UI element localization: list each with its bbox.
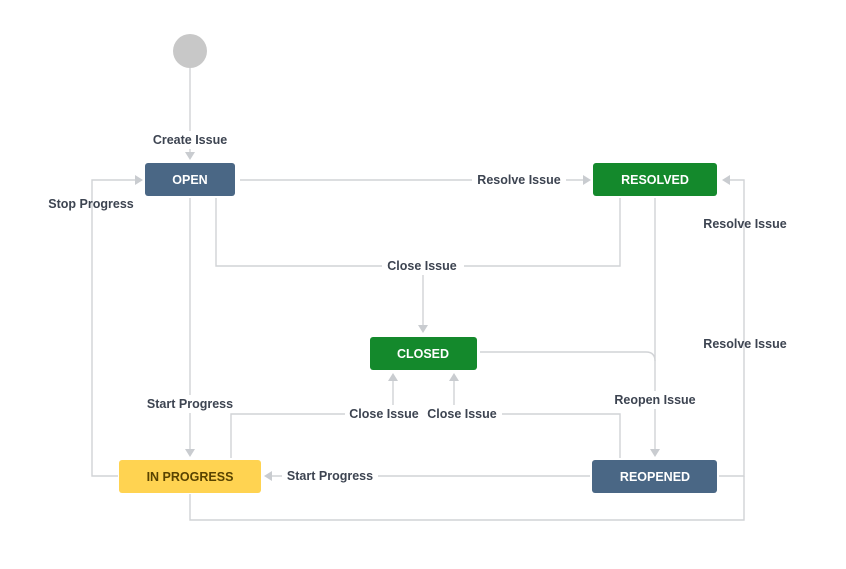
- arrow-close-reopened: [449, 373, 459, 381]
- status-in-progress-box[interactable]: [119, 460, 261, 493]
- edge-close-top: [215, 198, 621, 267]
- label-resolve-issue-reopened[interactable]: Resolve Issue: [703, 217, 786, 231]
- label-close-top-group: Close Issue: [382, 257, 464, 275]
- arrow-close-in-progress: [388, 373, 398, 381]
- label-close-in-progress-group: Close Issue: [345, 405, 423, 423]
- status-closed-box[interactable]: [370, 337, 477, 370]
- arrow-stop-progress: [135, 175, 143, 185]
- label-resolve-reopened-group: Resolve Issue: [703, 217, 786, 231]
- label-create-issue-group: Create Issue: [148, 131, 232, 149]
- label-resolve-open-group: Resolve Issue: [472, 171, 566, 189]
- status-in-progress-label: IN PROGRESS: [147, 470, 234, 484]
- label-close-reopened-group: Close Issue: [424, 405, 502, 423]
- arrow-start-progress-open: [185, 449, 195, 457]
- status-open-label: OPEN: [172, 173, 207, 187]
- edge-stop-progress: [91, 179, 138, 477]
- label-start-progress-open[interactable]: Start Progress: [147, 397, 233, 411]
- status-resolved-label: RESOLVED: [621, 173, 689, 187]
- status-reopened-label: REOPENED: [620, 470, 690, 484]
- label-close-issue-top[interactable]: Close Issue: [387, 259, 457, 273]
- status-open-box[interactable]: [145, 163, 235, 196]
- edge-resolve-reopened: [719, 179, 745, 477]
- label-start-progress-open-group: Start Progress: [143, 395, 238, 413]
- label-resolve-in-progress-group: Resolve Issue: [703, 337, 786, 351]
- edge-reopen-closed: [480, 351, 656, 362]
- label-close-issue-in-progress[interactable]: Close Issue: [349, 407, 419, 421]
- label-stop-progress[interactable]: Stop Progress: [48, 197, 133, 211]
- label-resolve-issue-in-progress[interactable]: Resolve Issue: [703, 337, 786, 351]
- label-start-progress-reopened-group: Start Progress: [282, 467, 378, 485]
- label-resolve-issue-open[interactable]: Resolve Issue: [477, 173, 560, 187]
- arrow-resolve-open: [583, 175, 591, 185]
- arrow-reopen: [650, 449, 660, 457]
- status-open[interactable]: OPEN: [145, 163, 235, 196]
- status-resolved[interactable]: RESOLVED: [593, 163, 717, 196]
- label-start-progress-reopened[interactable]: Start Progress: [287, 469, 373, 483]
- start-node[interactable]: [173, 34, 207, 68]
- arrow-close-top: [418, 325, 428, 333]
- status-in-progress[interactable]: IN PROGRESS: [119, 460, 261, 493]
- label-reopen-issue[interactable]: Reopen Issue: [614, 393, 695, 407]
- status-resolved-box[interactable]: [593, 163, 717, 196]
- label-close-issue-reopened[interactable]: Close Issue: [427, 407, 497, 421]
- label-create-issue[interactable]: Create Issue: [153, 133, 227, 147]
- status-reopened[interactable]: REOPENED: [592, 460, 717, 493]
- status-reopened-box[interactable]: [592, 460, 717, 493]
- status-closed[interactable]: CLOSED: [370, 337, 477, 370]
- arrow-resolve-reopened: [722, 175, 730, 185]
- edge-close-in-progress: [230, 378, 394, 458]
- edge-close-reopened: [453, 378, 621, 458]
- edge-resolve-in-progress: [189, 476, 745, 521]
- arrow-start-progress-reopened: [264, 471, 272, 481]
- label-reopen-issue-group: Reopen Issue: [610, 391, 700, 409]
- arrow-create-issue: [185, 152, 195, 160]
- label-stop-progress-group: Stop Progress: [48, 197, 133, 211]
- status-closed-label: CLOSED: [397, 347, 449, 361]
